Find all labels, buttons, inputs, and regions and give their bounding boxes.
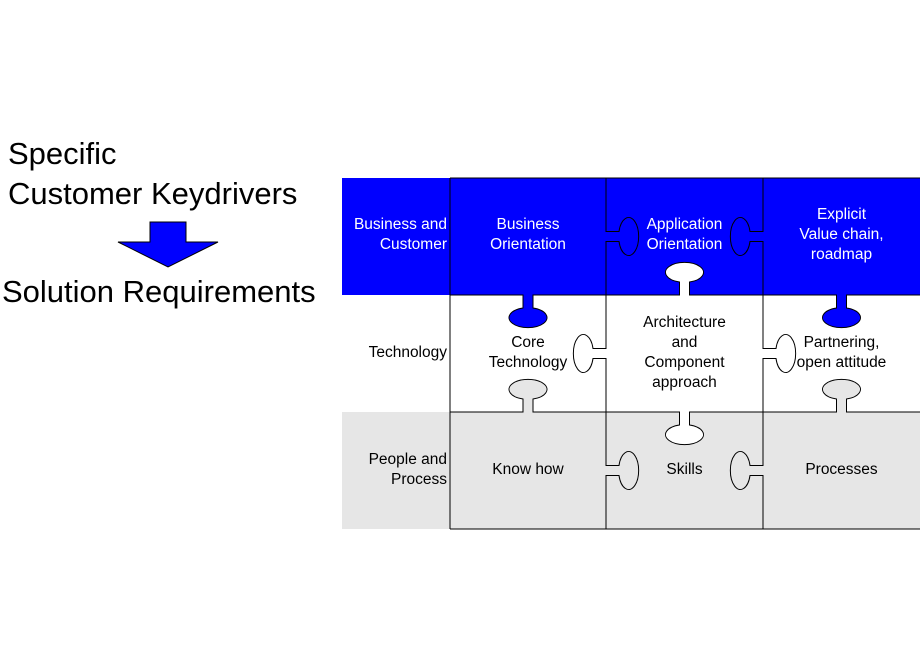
puzzle-tab: [572, 334, 606, 373]
piece-skills-line: Skills: [666, 461, 702, 478]
piece-explicit-value-chain-line: Explicit: [817, 206, 867, 223]
row-label-technology-line: Technology: [369, 344, 448, 361]
puzzle-tab: [822, 378, 861, 412]
row-label-business-customer-line: Customer: [380, 236, 447, 253]
puzzle-tab: [606, 451, 640, 490]
piece-application-orientation-line: Application: [647, 216, 723, 233]
puzzle-pieces: [449, 177, 920, 530]
piece-processes: Processes: [805, 461, 878, 478]
piece-partnering: Partnering, open attitude: [797, 334, 887, 371]
puzzle-tab: [606, 217, 640, 256]
piece-application-orientation-line: Orientation: [647, 236, 723, 253]
puzzle-tab: [729, 451, 763, 490]
piece-architecture-component-line: Architecture: [643, 314, 726, 331]
down-arrow-icon: [117, 221, 219, 268]
piece-know-how: Know how: [492, 461, 564, 478]
piece-partnering-line: Partnering,: [804, 334, 880, 351]
puzzle-tab: [508, 378, 548, 412]
heading-specific: Specific: [8, 136, 117, 171]
puzzle-tab: [665, 261, 704, 295]
puzzle-tab: [822, 295, 861, 329]
piece-skills: Skills: [666, 461, 702, 478]
row-label-people-process-line: Process: [391, 471, 447, 488]
piece-explicit-value-chain-line: roadmap: [811, 246, 872, 263]
heading-customer-keydrivers: Customer Keydrivers: [8, 176, 298, 211]
piece-explicit-value-chain-line: Value chain,: [799, 226, 883, 243]
puzzle-tab: [763, 334, 797, 373]
row-bands: [342, 178, 920, 529]
puzzle-tab: [729, 217, 763, 256]
piece-core-technology-line: Technology: [489, 354, 568, 371]
row-label-business-customer-line: Business and: [354, 216, 447, 233]
piece-core-technology-line: Core: [511, 334, 545, 351]
piece-business-orientation-line: Orientation: [490, 236, 566, 253]
piece-partnering-line: open attitude: [797, 354, 887, 371]
puzzle-tab: [508, 295, 548, 329]
row-label-people-process-line: People and: [369, 451, 447, 468]
piece-architecture-component-line: Component: [644, 354, 725, 371]
piece-processes-line: Processes: [805, 461, 878, 478]
row-label-technology: Technology: [369, 344, 448, 361]
piece-business-orientation-line: Business: [497, 216, 560, 233]
heading-solution-requirements: Solution Requirements: [2, 274, 316, 309]
puzzle-tab: [665, 412, 704, 446]
piece-know-how-line: Know how: [492, 461, 564, 478]
piece-architecture-component-line: and: [672, 334, 698, 351]
piece-architecture-component-line: approach: [652, 374, 717, 391]
